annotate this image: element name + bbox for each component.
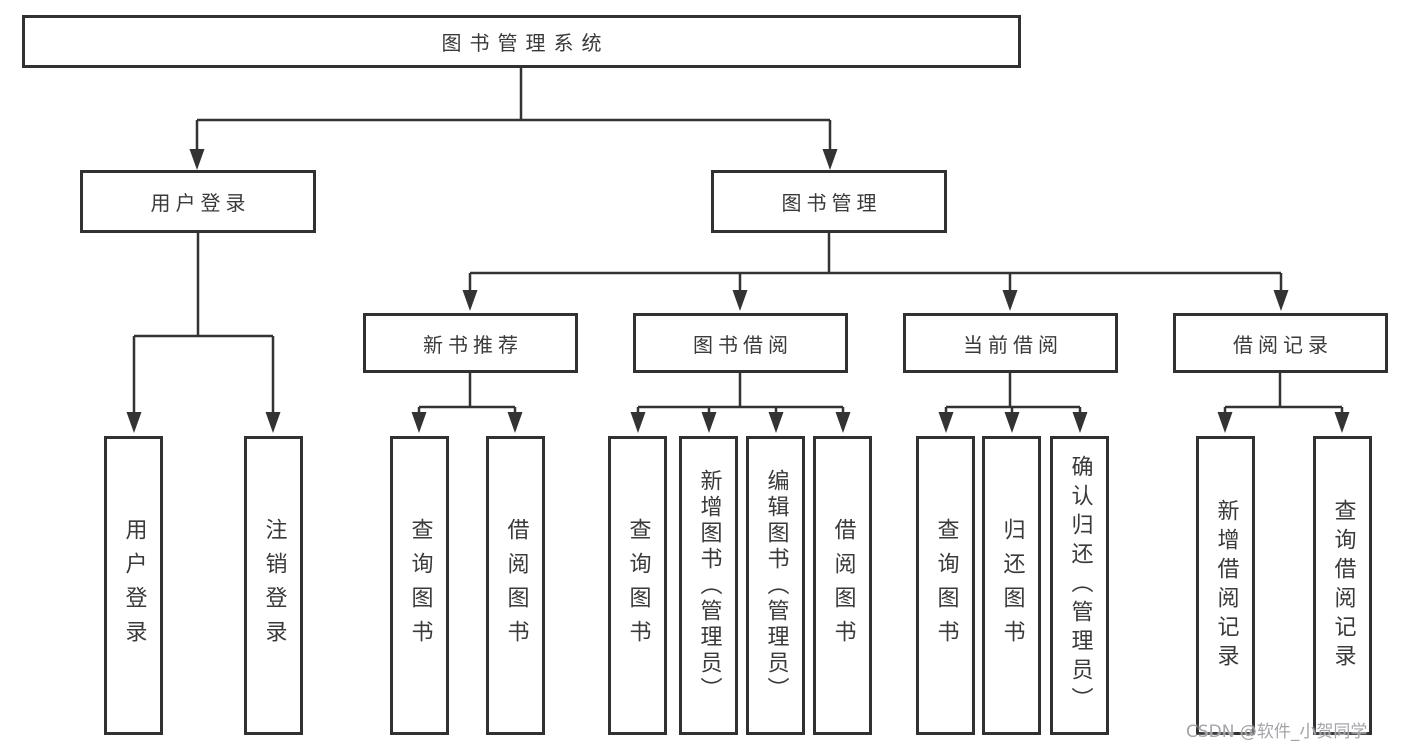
node-label: 新书推荐 [423,332,523,357]
node-label: 查询图书 [933,517,959,654]
leaf-logout: 注销登录 [244,436,303,735]
csdn-watermark: CSDN @软件_小贺同学 [1186,722,1368,742]
leaf-edit-books-admin: 编辑图书（管理员） [746,436,805,735]
leaf-borrow-books-2: 借阅图书 [813,436,872,735]
node-label: 借阅图书 [830,517,856,654]
node-label: 借阅图书 [503,517,529,654]
node-label: 新增借阅记录 [1213,498,1239,673]
node-label: 图书管理 [781,191,882,215]
node-book-management: 图书管理 [711,170,947,233]
node-new-book-recommend: 新书推荐 [363,313,578,373]
node-library-management-system: 图书管理系统 [22,15,1021,68]
leaf-add-borrow-record: 新增借阅记录 [1196,436,1255,735]
node-label: 查询图书 [625,517,651,654]
node-label: 查询图书 [407,517,433,654]
leaf-query-books-3: 查询图书 [916,436,975,735]
node-label: 新增图书（管理员） [696,468,722,703]
node-label: 归还图书 [999,517,1025,654]
node-label: 确认归还（管理员） [1067,455,1093,716]
leaf-add-books-admin: 新增图书（管理员） [679,436,738,735]
node-label: 查询借阅记录 [1330,498,1356,673]
node-label: 图书借阅 [693,332,793,357]
node-label: 编辑图书（管理员） [763,468,789,703]
node-label: 当前借阅 [963,332,1063,357]
leaf-user-login: 用户登录 [104,436,163,735]
node-label: 图书管理系统 [441,31,610,55]
node-label: 用户登录 [150,191,251,215]
node-label: 用户登录 [121,517,147,654]
leaf-return-books: 归还图书 [982,436,1041,735]
node-label: 注销登录 [261,517,287,654]
node-borrow-records: 借阅记录 [1173,313,1388,373]
leaf-confirm-return-admin: 确认归还（管理员） [1050,436,1109,735]
node-user-login: 用户登录 [80,170,316,233]
leaf-query-books-2: 查询图书 [608,436,667,735]
leaf-query-borrow-record: 查询借阅记录 [1313,436,1372,735]
leaf-query-books-1: 查询图书 [390,436,449,735]
node-label: 借阅记录 [1233,332,1333,357]
node-book-borrow: 图书借阅 [633,313,848,373]
node-current-borrow: 当前借阅 [903,313,1118,373]
leaf-borrow-books-1: 借阅图书 [486,436,545,735]
